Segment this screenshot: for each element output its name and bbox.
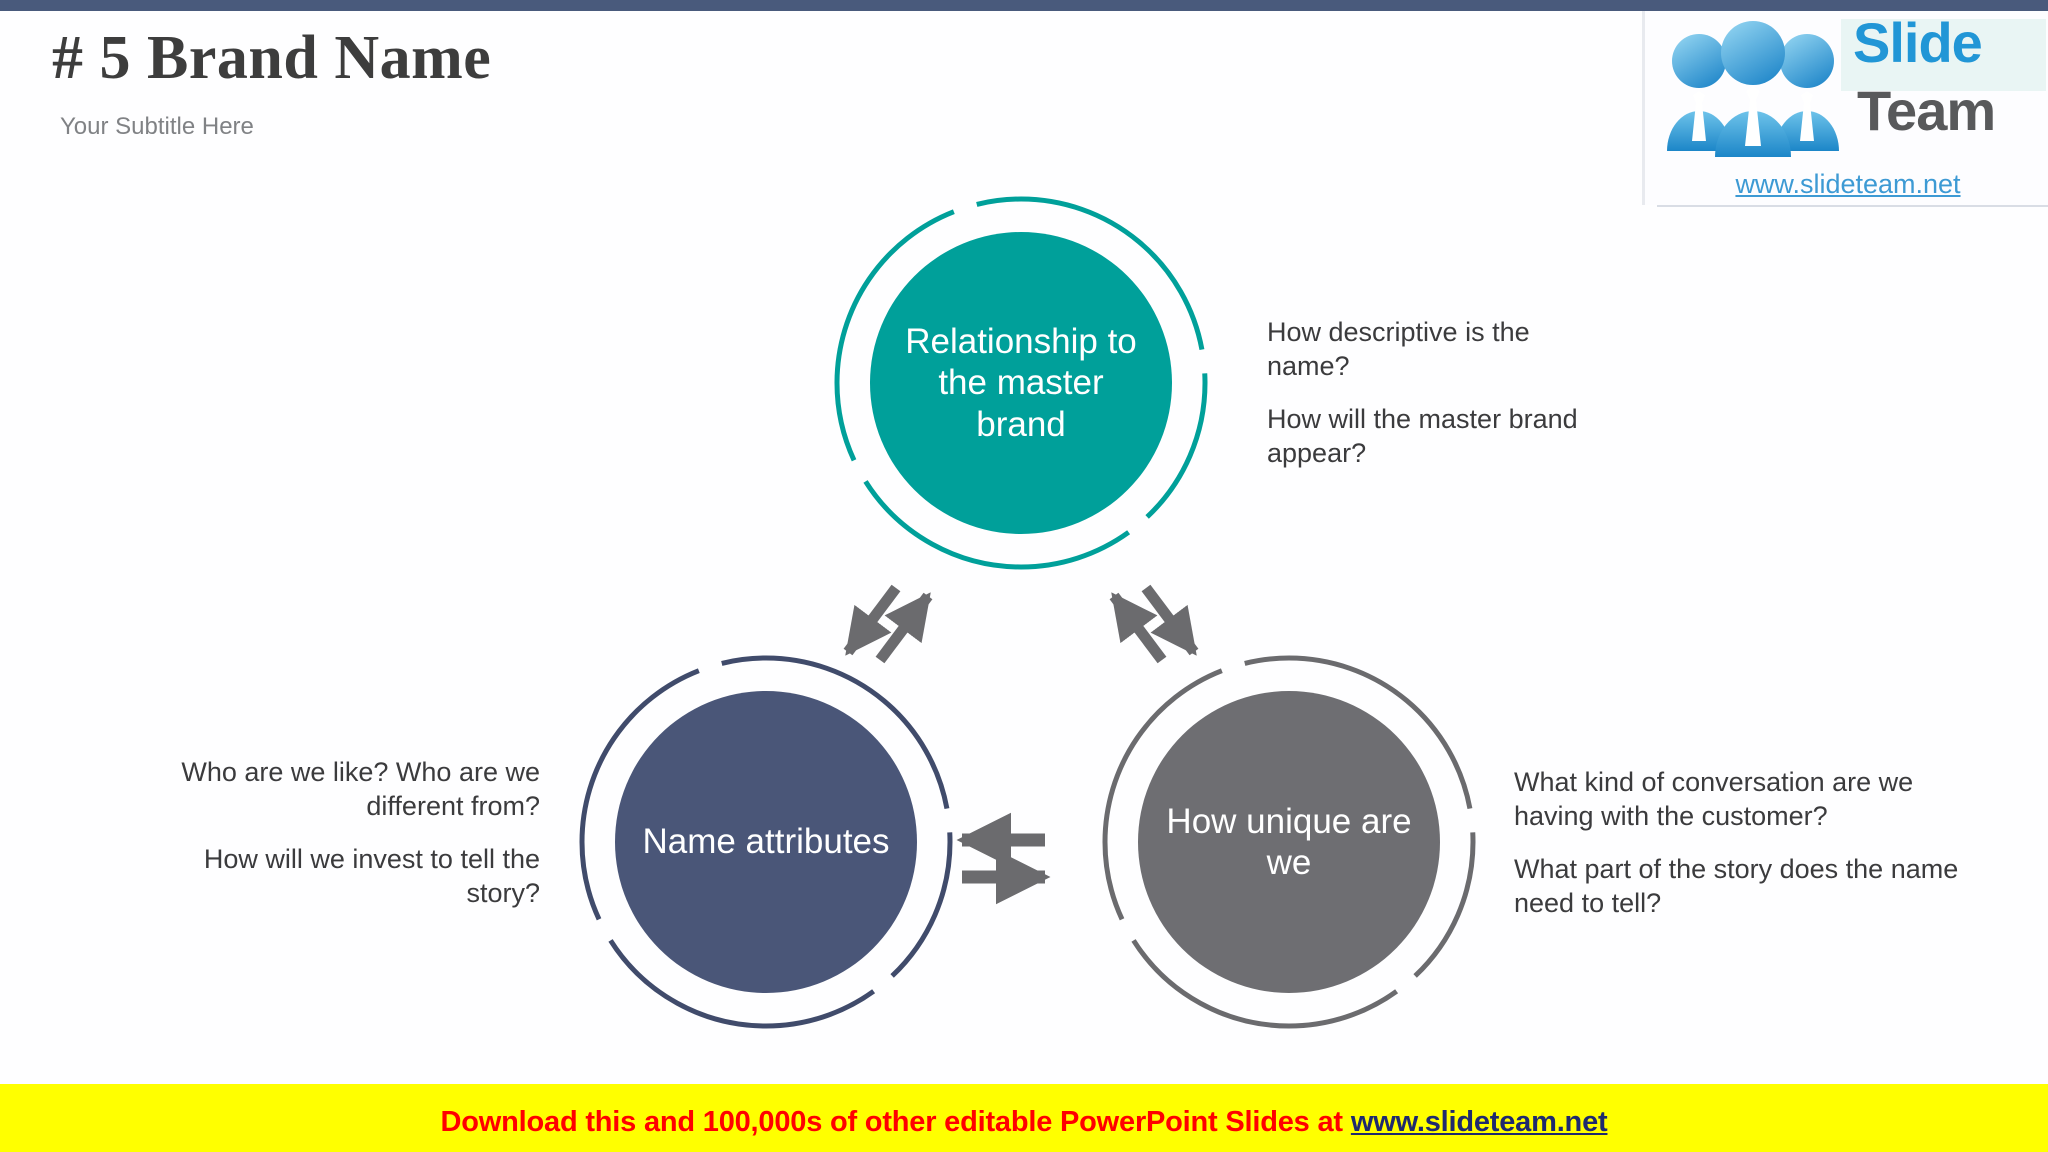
callout-line: How will the master brand appear? bbox=[1267, 404, 1578, 469]
connector-left-right-icon bbox=[956, 812, 1051, 905]
logo-text-team: Team bbox=[1857, 79, 1996, 142]
logo-highlight-band bbox=[1841, 19, 2046, 91]
callout-line: How will we invest to tell the story? bbox=[203, 844, 540, 909]
node-label: How unique are we bbox=[1138, 691, 1440, 993]
logo-text-slide: Slide bbox=[1853, 11, 1983, 74]
promo-banner-text: Download this and 100,000s of other edit… bbox=[440, 1105, 1344, 1138]
dashed-ring-icon bbox=[579, 655, 953, 1029]
page-title: # 5 Brand Name bbox=[52, 24, 492, 92]
dashed-ring-icon bbox=[1102, 655, 1476, 1029]
promo-banner: Download this and 100,000s of other edit… bbox=[0, 1092, 2048, 1152]
callout-right: What kind of conversation are we having … bbox=[1514, 765, 1984, 920]
diagram-node-how-unique-are-we[interactable]: How unique are we bbox=[1099, 652, 1479, 1032]
banner-top-edge bbox=[0, 1084, 2048, 1092]
connector-top-left-icon bbox=[843, 584, 933, 664]
node-label: Relationship to the master brand bbox=[870, 232, 1172, 534]
logo-divider bbox=[1657, 205, 2048, 207]
callout-line: What part of the story does the name nee… bbox=[1514, 854, 1959, 919]
callout-line: Who are we like? Who are we different fr… bbox=[181, 757, 540, 822]
three-people-group-icon bbox=[1667, 21, 1839, 157]
callout-line: How descriptive is the name? bbox=[1267, 317, 1530, 382]
slideteam-logo[interactable]: Slide Team www.slideteam.net bbox=[1642, 11, 2048, 207]
callout-top: How descriptive is the name? How will th… bbox=[1267, 315, 1597, 470]
diagram-node-relationship-to-master-brand[interactable]: Relationship to the master brand bbox=[831, 193, 1211, 573]
logo-url-link[interactable]: www.slideteam.net bbox=[1735, 169, 1961, 199]
top-accent-bar bbox=[0, 0, 2048, 11]
connector-top-right-icon bbox=[1109, 584, 1199, 664]
callout-line: What kind of conversation are we having … bbox=[1514, 767, 1914, 832]
node-label: Name attributes bbox=[615, 691, 917, 993]
callout-left: Who are we like? Who are we different fr… bbox=[140, 755, 540, 910]
dashed-ring-icon bbox=[834, 196, 1208, 570]
promo-banner-link[interactable]: www.slideteam.net bbox=[1350, 1105, 1608, 1138]
diagram-node-name-attributes[interactable]: Name attributes bbox=[576, 652, 956, 1032]
page-subtitle: Your Subtitle Here bbox=[60, 113, 254, 140]
